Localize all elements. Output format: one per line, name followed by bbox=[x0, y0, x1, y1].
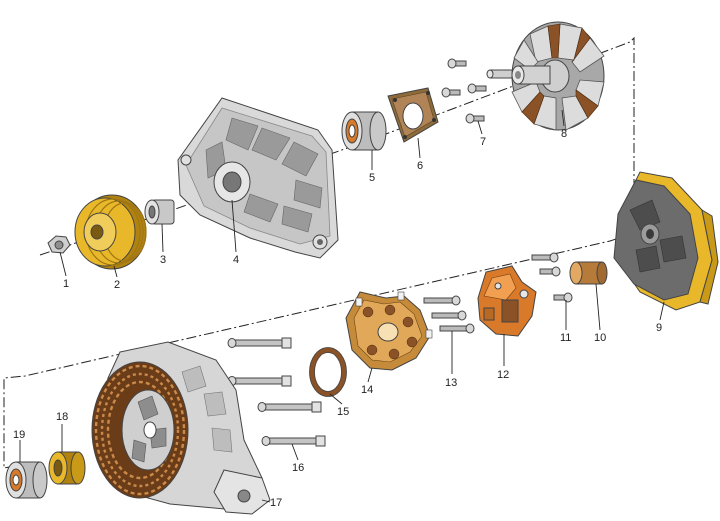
label-part-7: 7 bbox=[480, 136, 486, 148]
label-part-5: 5 bbox=[369, 172, 375, 184]
part-2-pulley bbox=[74, 194, 147, 270]
screw bbox=[553, 292, 573, 303]
part-11-screws bbox=[531, 252, 573, 303]
leader-lines bbox=[19, 109, 665, 503]
long-bolt bbox=[257, 401, 322, 413]
label-part-11: 11 bbox=[560, 332, 571, 344]
label-part-12: 12 bbox=[497, 369, 509, 381]
long-bolt bbox=[227, 375, 292, 387]
screw bbox=[423, 295, 461, 306]
label-part-2: 2 bbox=[114, 279, 120, 291]
part-18-spacer-ring bbox=[48, 451, 86, 485]
label-part-19: 19 bbox=[13, 429, 25, 441]
label-part-18: 18 bbox=[56, 411, 68, 423]
part-labels: 1 2 3 4 5 6 7 8 9 10 11 12 13 14 15 16 1… bbox=[13, 128, 662, 509]
label-part-1: 1 bbox=[63, 278, 69, 290]
long-bolt bbox=[227, 337, 292, 349]
part-3-spacer bbox=[144, 199, 175, 225]
part-9-rear-cover bbox=[613, 171, 719, 311]
label-part-15: 15 bbox=[337, 406, 349, 418]
screw bbox=[531, 252, 559, 263]
part-4-front-housing bbox=[177, 97, 339, 259]
label-part-6: 6 bbox=[417, 160, 423, 172]
part-7-screws bbox=[441, 58, 487, 124]
part-17-rear-housing-stator bbox=[91, 341, 271, 515]
part-1-nut bbox=[47, 235, 71, 254]
screw bbox=[539, 266, 561, 277]
label-part-4: 4 bbox=[233, 254, 239, 266]
label-part-8: 8 bbox=[561, 128, 567, 140]
screw bbox=[467, 83, 487, 94]
screw bbox=[431, 310, 467, 321]
part-5-front-bearing bbox=[341, 111, 387, 151]
label-part-13: 13 bbox=[445, 377, 457, 389]
screw bbox=[465, 113, 485, 124]
part-6-retaining-plate bbox=[387, 87, 439, 143]
part-14-rectifier bbox=[345, 291, 433, 371]
label-part-9: 9 bbox=[656, 322, 662, 334]
part-13-screws bbox=[423, 295, 475, 334]
part-8-rotor bbox=[486, 21, 605, 131]
label-part-14: 14 bbox=[361, 384, 373, 396]
part-12-regulator bbox=[477, 265, 537, 337]
part-10-bushing bbox=[569, 261, 608, 285]
part-15-washer bbox=[309, 347, 347, 397]
label-part-17: 17 bbox=[270, 497, 282, 509]
screw bbox=[439, 323, 475, 334]
label-part-16: 16 bbox=[292, 462, 304, 474]
part-19-rear-bearing bbox=[5, 461, 48, 499]
screw bbox=[441, 87, 461, 98]
long-bolt bbox=[261, 435, 326, 447]
label-part-10: 10 bbox=[594, 332, 606, 344]
screw bbox=[447, 58, 467, 69]
label-part-3: 3 bbox=[160, 254, 166, 266]
